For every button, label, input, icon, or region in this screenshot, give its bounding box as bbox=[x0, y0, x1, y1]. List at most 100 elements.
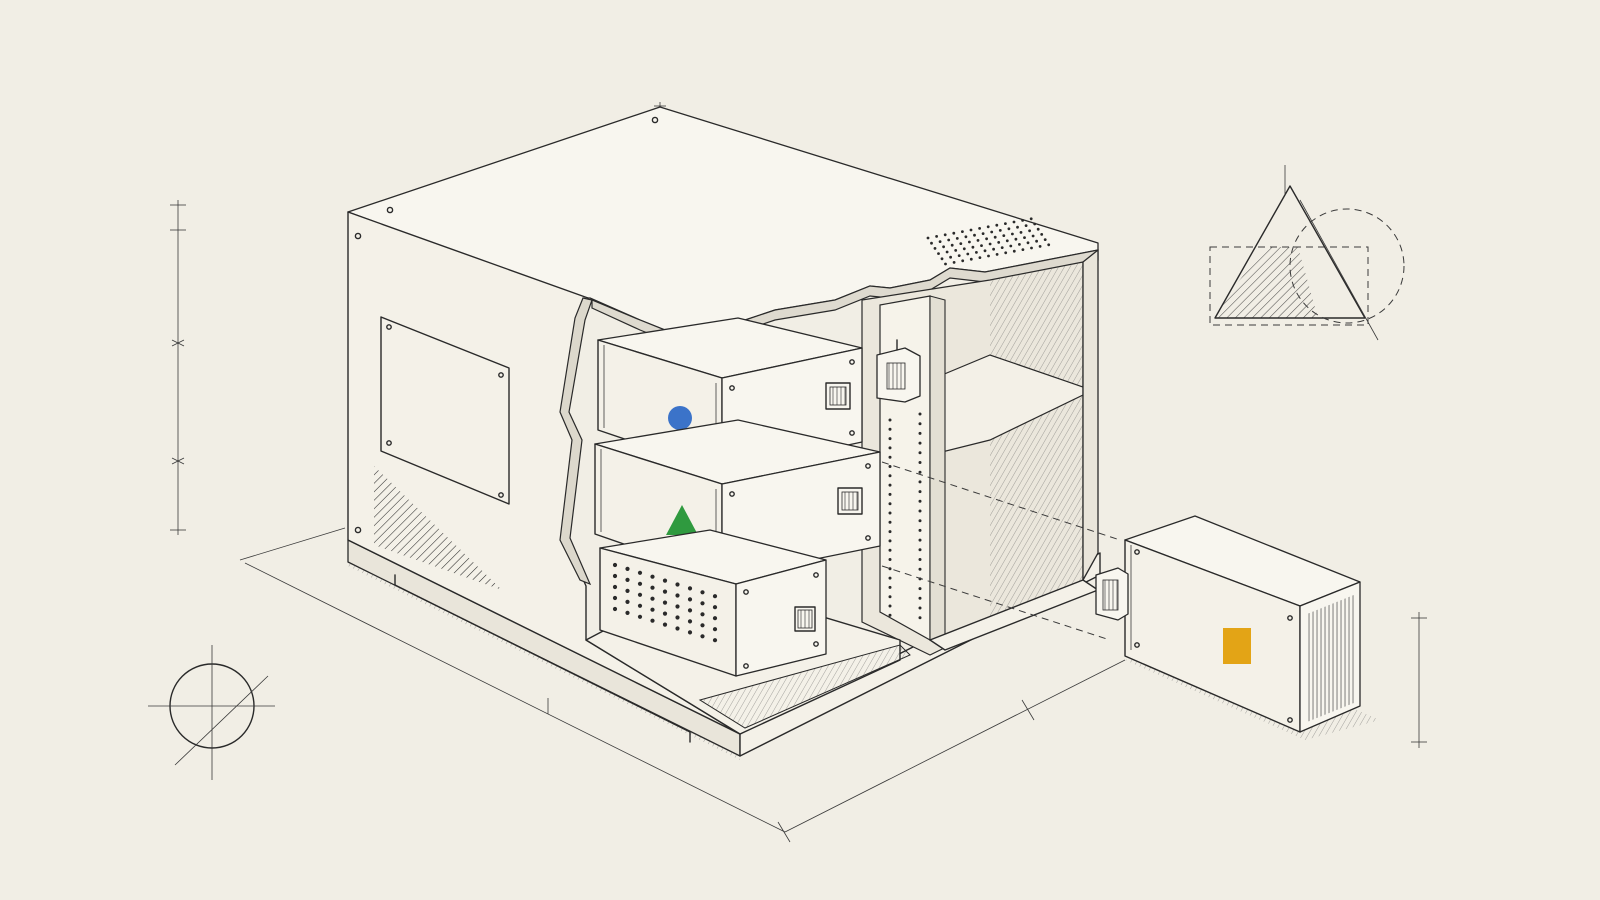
rail-hole bbox=[918, 499, 922, 503]
vent-hole bbox=[1028, 229, 1031, 233]
perforation-hole bbox=[687, 586, 693, 591]
vent-hole bbox=[1021, 248, 1025, 252]
vent-hole bbox=[1000, 246, 1004, 250]
perforation-hole bbox=[612, 562, 618, 568]
vent-hole bbox=[1012, 220, 1016, 224]
perforation-hole bbox=[625, 599, 630, 605]
vent-hole bbox=[1036, 227, 1040, 231]
rail-hole bbox=[888, 446, 892, 450]
rail-hole bbox=[918, 412, 922, 416]
vent-hole bbox=[938, 240, 942, 244]
vent-hole bbox=[1038, 245, 1042, 248]
perforation-hole bbox=[637, 592, 643, 597]
perforation-hole bbox=[700, 612, 705, 617]
perforation-hole bbox=[637, 614, 643, 619]
perforation-hole bbox=[700, 623, 705, 628]
vent-hole bbox=[926, 236, 930, 240]
vent-hole bbox=[957, 254, 961, 257]
vent-hole bbox=[969, 257, 973, 261]
rail-hole bbox=[888, 483, 892, 487]
perforation-hole bbox=[650, 618, 655, 623]
vent-hole bbox=[962, 247, 966, 251]
rail-hole bbox=[918, 558, 922, 561]
vent-hole bbox=[1047, 243, 1051, 247]
vent-hole bbox=[990, 230, 994, 234]
vent-hole bbox=[933, 247, 937, 250]
perforation-hole bbox=[687, 619, 693, 624]
rail-hole bbox=[918, 490, 922, 494]
vent-hole bbox=[973, 233, 976, 237]
rail-hole bbox=[888, 427, 892, 431]
vent-hole bbox=[998, 229, 1002, 232]
vent-hole bbox=[976, 239, 980, 242]
vent-hole bbox=[1002, 234, 1006, 238]
rail-hole bbox=[918, 451, 922, 455]
perforation-hole bbox=[612, 573, 618, 579]
rail-hole bbox=[888, 520, 892, 524]
rail-hole bbox=[888, 474, 892, 478]
vent-hole bbox=[947, 238, 951, 242]
vent-hole bbox=[954, 249, 958, 252]
rail-hole bbox=[888, 437, 892, 441]
vent-hole bbox=[940, 257, 944, 261]
rail-hole bbox=[888, 418, 892, 422]
vent-hole bbox=[1009, 244, 1013, 248]
vent-hole bbox=[1014, 237, 1018, 241]
vent-hole bbox=[1035, 239, 1038, 243]
perforation-hole bbox=[675, 626, 680, 631]
vent-hole bbox=[992, 247, 995, 251]
vent-hole bbox=[1004, 222, 1007, 226]
rail-hole bbox=[888, 585, 892, 589]
rail-hole bbox=[918, 587, 922, 591]
perforation-hole bbox=[625, 610, 630, 616]
vent-hole bbox=[987, 254, 990, 258]
yellow-square-marker bbox=[1223, 628, 1251, 664]
perforation-hole bbox=[637, 603, 643, 608]
perforation-hole bbox=[712, 616, 718, 621]
rail-hole bbox=[888, 455, 892, 459]
perforation-hole bbox=[700, 634, 705, 639]
rail-hole bbox=[918, 538, 922, 542]
rail-hole bbox=[888, 604, 892, 608]
perforation-hole bbox=[662, 600, 668, 605]
construction-geometry-triangle-circle-square bbox=[1209, 165, 1405, 341]
vent-hole bbox=[945, 250, 949, 254]
vent-hole bbox=[949, 255, 952, 259]
perforation-hole bbox=[675, 615, 680, 620]
vent-hole bbox=[1026, 241, 1030, 245]
rail-hole bbox=[888, 465, 892, 468]
rail-hole bbox=[888, 567, 892, 571]
rail-hole bbox=[918, 548, 922, 552]
vent-hole bbox=[1018, 243, 1021, 246]
rail-hole bbox=[888, 502, 892, 506]
perforation-hole bbox=[650, 585, 655, 590]
perforation-hole bbox=[662, 578, 668, 583]
vent-hole bbox=[971, 245, 975, 249]
rail-hole bbox=[918, 606, 922, 610]
vent-hole bbox=[1043, 238, 1047, 242]
perforation-hole bbox=[612, 584, 618, 590]
top-vent-grid bbox=[926, 217, 1051, 266]
vent-hole bbox=[943, 233, 947, 237]
vent-hole bbox=[995, 253, 999, 256]
vent-hole bbox=[968, 240, 971, 244]
perforation-hole bbox=[637, 570, 643, 575]
perforation-hole bbox=[625, 577, 630, 583]
perforation-hole bbox=[712, 594, 718, 599]
vent-hole bbox=[952, 231, 956, 235]
rail-hole bbox=[888, 548, 892, 552]
vent-hole bbox=[1030, 246, 1033, 250]
perforation-hole bbox=[637, 581, 643, 586]
rail-hole bbox=[918, 470, 922, 474]
vent-hole bbox=[966, 252, 970, 256]
vent-hole bbox=[978, 227, 981, 230]
rail-hole bbox=[918, 441, 922, 445]
vent-hole bbox=[952, 261, 956, 264]
rail-hole bbox=[888, 530, 892, 534]
vent-hole bbox=[955, 237, 959, 240]
vent-hole bbox=[950, 243, 954, 247]
rail-hole bbox=[918, 616, 922, 620]
perforation-hole bbox=[662, 589, 668, 594]
rail-hole bbox=[888, 539, 892, 543]
